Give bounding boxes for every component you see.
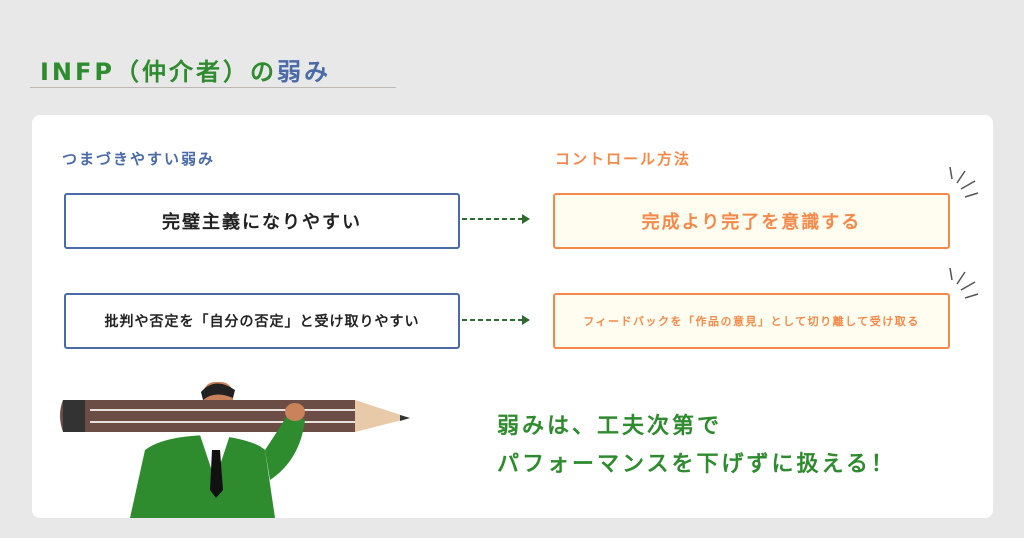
weakness-text: 完璧主義になりやすい <box>162 212 362 233</box>
title-underline <box>30 87 396 88</box>
arrow-icon <box>462 315 530 325</box>
control-heading: コントロール方法 <box>555 150 692 168</box>
control-box-1: 完成より完了を意識する <box>553 193 950 249</box>
emphasis-lines-icon <box>949 267 979 299</box>
message-line-2: パフォーマンスを下げずに扱える！ <box>497 452 896 477</box>
arrow-icon <box>462 214 530 224</box>
weakness-box-2: 批判や否定を「自分の否定」と受け取りやすい <box>64 293 460 349</box>
man-with-pencil-illustration <box>60 382 410 518</box>
control-text: 完成より完了を意識する <box>641 212 862 233</box>
weakness-heading: つまづきやすい弱み <box>62 150 216 168</box>
weakness-text: 批判や否定を「自分の否定」と受け取りやすい <box>104 314 420 330</box>
page-title: INFP（仲介者）の弱み <box>40 52 331 87</box>
control-text: フィードバックを「作品の意見」として切り離して受け取る <box>583 315 920 328</box>
title-main: INFP（仲介者）の <box>40 58 277 86</box>
emphasis-lines-icon <box>949 166 979 198</box>
message-line-1: 弱みは、工夫次第で <box>497 414 723 439</box>
title-accent: 弱み <box>277 58 331 86</box>
weakness-box-1: 完璧主義になりやすい <box>64 193 460 249</box>
control-box-2: フィードバックを「作品の意見」として切り離して受け取る <box>553 293 950 349</box>
